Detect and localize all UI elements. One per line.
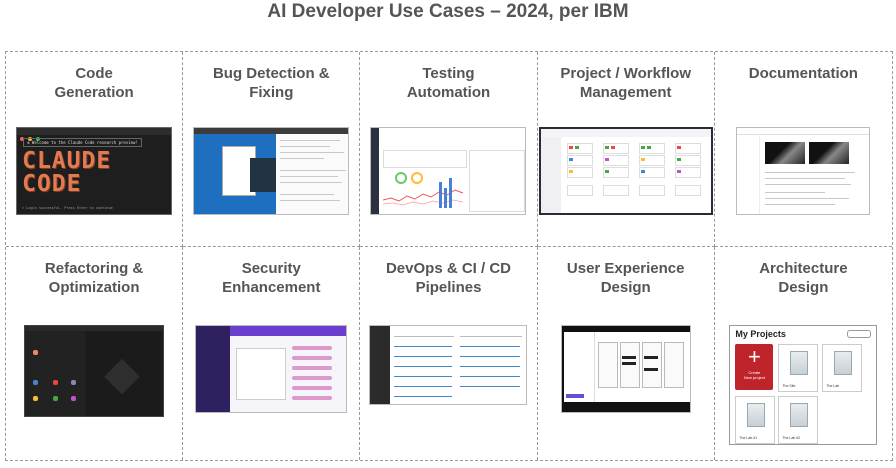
building-icon — [747, 403, 766, 427]
design-canvas — [563, 332, 690, 402]
create-project-button[interactable]: + Create New project — [735, 344, 774, 390]
use-case-label: Bug Detection & Fixing — [212, 65, 330, 101]
use-case-label: Documentation — [748, 65, 858, 82]
project-card[interactable]: The Site — [778, 344, 819, 392]
use-case-architecture: Architecture Design My Projects + Create… — [715, 247, 892, 460]
pipeline-sidebar — [370, 326, 391, 404]
stats-card — [383, 150, 468, 168]
building-icon — [790, 351, 809, 375]
doc-image — [765, 142, 806, 164]
devtools-pane — [276, 134, 349, 214]
project-card-label: The Lab — [826, 384, 840, 388]
minimize-dot-icon — [28, 137, 33, 141]
building-icon — [790, 403, 809, 427]
doc-header — [737, 128, 870, 135]
zoom-dot-icon — [36, 137, 41, 141]
create-project-label: Create New project — [743, 370, 765, 380]
project-card-label: The Lab #2 — [782, 436, 801, 440]
use-case-label: Refactoring & Optimization — [44, 260, 144, 296]
use-case-code-generation: Code Generation ✻ Welcome to the Claude … — [6, 52, 184, 247]
testing-dashboard-screenshot — [370, 127, 527, 215]
use-case-grid: Code Generation ✻ Welcome to the Claude … — [5, 51, 893, 461]
terminal-welcome-text: ✻ Welcome to the Claude Code research pr… — [23, 138, 142, 147]
use-case-label: User Experience Design — [566, 260, 685, 296]
layers-panel — [564, 332, 595, 402]
new-project-button[interactable] — [847, 330, 872, 338]
claude-code-logo: CLAUDE CODE — [22, 148, 112, 197]
project-card[interactable]: The Lab #2 — [778, 396, 819, 444]
projects-screenshot: My Projects + Create New project The Sit… — [729, 325, 878, 445]
dashboard-sidebar — [371, 128, 380, 214]
use-case-refactoring: Refactoring & Optimization ◆ — [6, 247, 184, 460]
use-case-testing-automation: Testing Automation — [360, 52, 538, 247]
pipeline-screenshot — [369, 325, 528, 405]
vscode-logo-icon: ◆ — [105, 349, 139, 398]
window-titlebar — [17, 128, 172, 141]
use-case-label: Project / Workflow Management — [560, 65, 691, 101]
doc-sidebar — [737, 134, 761, 214]
doc-image — [809, 142, 850, 164]
project-card[interactable]: The Lab — [822, 344, 863, 392]
terminal-footer-text: > Login successful. Press Enter to conti… — [22, 206, 113, 210]
board-sidebar — [540, 137, 561, 213]
page-title: AI Developer Use Cases – 2024, per IBM — [267, 1, 629, 22]
use-case-label: DevOps & CI / CD Pipelines — [385, 260, 511, 296]
plus-icon: + — [747, 344, 761, 369]
security-sidebar — [196, 326, 231, 412]
context-menu — [250, 158, 277, 192]
board-header — [540, 129, 711, 137]
details-card — [469, 150, 526, 212]
kanban-board-screenshot — [538, 127, 713, 215]
test-trend-chart — [383, 172, 464, 208]
use-case-devops: DevOps & CI / CD Pipelines — [360, 247, 538, 460]
use-case-label: Code Generation — [54, 65, 134, 101]
use-case-documentation: Documentation — [714, 52, 892, 247]
use-case-ux-design: User Experience Design — [538, 247, 715, 460]
ide-screenshot: ◆ — [24, 325, 165, 417]
security-popup — [236, 348, 287, 400]
browser-tabbar — [194, 128, 349, 134]
project-card-label: The Site — [782, 384, 796, 388]
project-card[interactable]: The Lab #1 — [735, 396, 776, 444]
use-case-label: Architecture Design — [759, 260, 848, 296]
use-case-label: Testing Automation — [406, 65, 491, 101]
projects-heading: My Projects — [735, 329, 786, 339]
security-app-screenshot — [195, 325, 348, 413]
panel-button — [565, 394, 584, 398]
design-tool-screenshot — [560, 325, 691, 413]
use-case-security: Security Enhancement — [183, 247, 361, 460]
debugger-screenshot — [193, 127, 350, 215]
use-case-project-workflow: Project / Workflow Management — [537, 52, 715, 247]
project-card-label: The Lab #1 — [739, 436, 758, 440]
close-dot-icon — [20, 137, 25, 141]
terminal-screenshot: ✻ Welcome to the Claude Code research pr… — [16, 127, 173, 215]
ide-titlebar — [25, 326, 164, 331]
use-case-bug-detection: Bug Detection & Fixing — [183, 52, 361, 247]
use-case-label: Security Enhancement — [222, 260, 321, 296]
building-icon — [834, 351, 853, 375]
documentation-screenshot — [736, 127, 871, 215]
ide-welcome-panel — [25, 331, 86, 416]
